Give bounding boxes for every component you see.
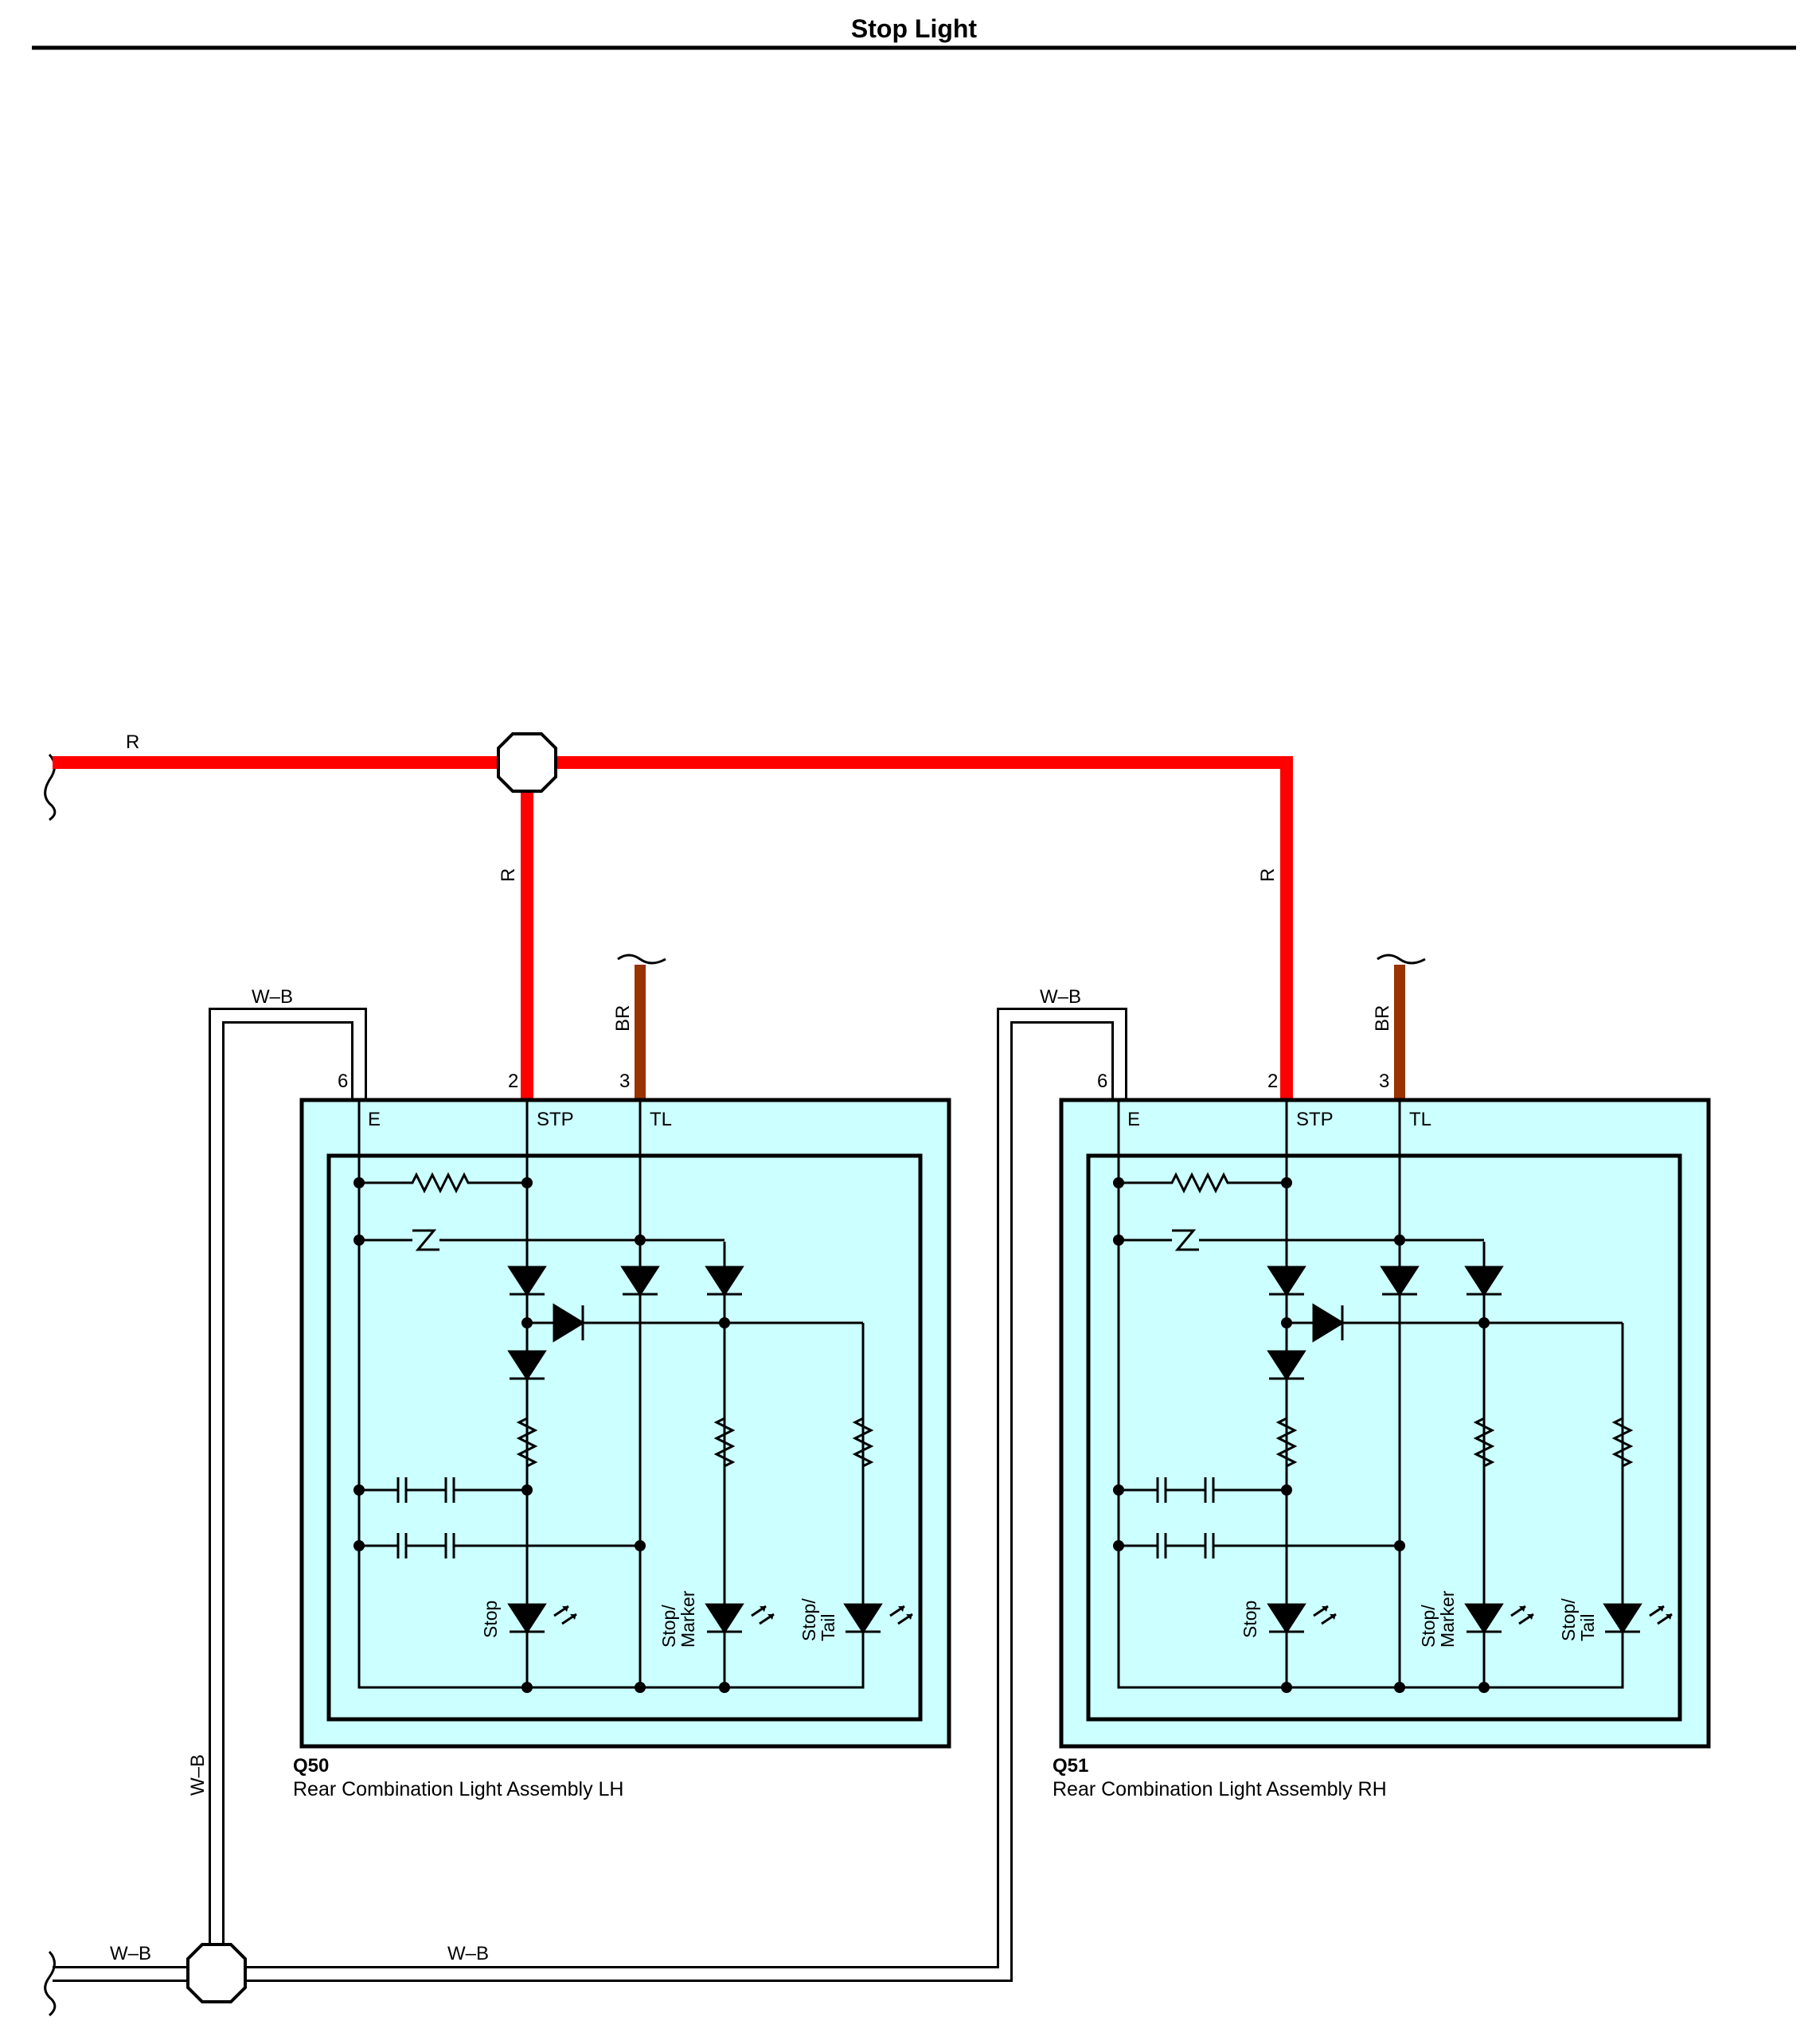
led-tail-lh	[843, 1603, 914, 1634]
pin-number-tl: 3	[1379, 1071, 1389, 1092]
page-title: Stop Light	[851, 14, 978, 43]
led-label-marker-1: Stop/	[658, 1605, 679, 1648]
diode-array	[1267, 1266, 1504, 1381]
brown-wire-rh	[1377, 954, 1426, 1100]
junction-dots	[1113, 1177, 1490, 1693]
component-code: Q51	[1053, 1755, 1088, 1777]
pin-number-e: 6	[1097, 1071, 1107, 1092]
pin-label-tl: TL	[1409, 1109, 1431, 1130]
pin-label-e: E	[368, 1109, 381, 1130]
led-stop-lh	[507, 1603, 578, 1634]
diode-array	[507, 1266, 744, 1381]
led-label-tail-1: Stop/	[1558, 1598, 1579, 1641]
wire-label-wb-vertical: W–B	[187, 1754, 209, 1796]
wire-label-wb-lh-top: W–B	[252, 986, 293, 1008]
led-marker-lh	[705, 1603, 775, 1634]
component-q50: 6 2 3 E STP TL	[293, 1071, 951, 1800]
led-label-stop: Stop	[480, 1601, 501, 1638]
wire-label-brown-rh: BR	[1372, 1005, 1393, 1032]
led-label-tail-2: Tail	[818, 1613, 838, 1641]
led-stop-rh	[1267, 1603, 1338, 1634]
led-label-tail-1: Stop/	[799, 1598, 819, 1641]
component-inner-box	[326, 1153, 923, 1722]
pin-label-stp: STP	[1296, 1109, 1334, 1130]
wire-label-wb-bottom-left: W–B	[110, 1943, 151, 1964]
splice-junction-ground	[186, 1943, 247, 2003]
pin-number-e: 6	[338, 1071, 348, 1092]
wire-label-red-lh: R	[498, 868, 519, 882]
pin-label-stp: STP	[537, 1109, 574, 1130]
led-label-marker-2: Marker	[678, 1590, 698, 1648]
wire-label-wb-bottom-mid: W–B	[447, 1943, 489, 1964]
component-code: Q50	[293, 1755, 329, 1777]
component-inner-box	[1086, 1153, 1682, 1722]
pin-number-stp: 2	[1267, 1071, 1278, 1092]
wire-label-brown-lh: BR	[612, 1005, 634, 1032]
pin-number-tl: 3	[619, 1071, 630, 1092]
led-label-marker-1: Stop/	[1418, 1605, 1439, 1648]
wire-label-red-main: R	[126, 731, 139, 753]
junction-dots	[353, 1177, 730, 1693]
pin-label-tl: TL	[650, 1109, 672, 1130]
component-box	[299, 1098, 951, 1749]
wire-label-wb-rh-top: W–B	[1040, 986, 1081, 1008]
led-label-tail-2: Tail	[1577, 1613, 1598, 1641]
led-label-marker-2: Marker	[1437, 1590, 1458, 1648]
wire-label-red-rh: R	[1257, 868, 1279, 882]
brown-wire-lh	[617, 954, 666, 1100]
led-label-stop: Stop	[1240, 1601, 1260, 1638]
red-wire-feed	[44, 753, 1293, 1100]
component-name: Rear Combination Light Assembly RH	[1053, 1778, 1387, 1800]
component-q51: 6 2 3 E STP TL	[1053, 1071, 1711, 1800]
splice-junction-red	[497, 732, 557, 793]
led-marker-rh	[1464, 1603, 1535, 1634]
led-tail-rh	[1603, 1603, 1674, 1634]
pin-label-e: E	[1127, 1109, 1140, 1130]
ground-wire	[44, 1008, 1127, 2017]
component-box	[1059, 1098, 1711, 1749]
pin-number-stp: 2	[508, 1071, 518, 1092]
component-name: Rear Combination Light Assembly LH	[293, 1778, 623, 1800]
